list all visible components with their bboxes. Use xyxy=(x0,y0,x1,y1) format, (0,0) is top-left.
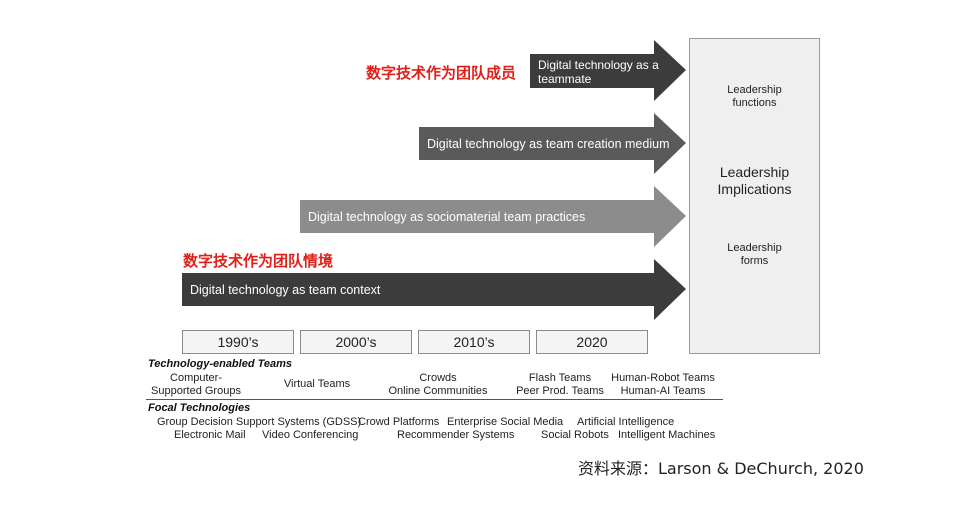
leadership-implications-line1: Leadership xyxy=(719,164,790,180)
teams-item-crowds-line2: Online Communities xyxy=(388,385,488,397)
teams-item-human-robot: Human-Robot Teams Human-AI Teams xyxy=(606,372,720,398)
section-divider xyxy=(146,399,723,400)
decade-2020: 2020 xyxy=(536,330,648,354)
decade-1990s: 1990’s xyxy=(182,330,294,354)
teams-item-csg-line1: Computer- xyxy=(170,372,222,384)
leadership-functions: Leadership functions xyxy=(690,84,819,110)
leadership-forms-line1: Leadership xyxy=(727,242,782,254)
teams-item-human-robot-line1: Human-Robot Teams xyxy=(611,372,715,384)
teams-item-crowds: Crowds Online Communities xyxy=(381,372,495,398)
arrow-team-creation-label: Digital technology as team creation medi… xyxy=(427,137,670,151)
arrow-team-context xyxy=(182,259,686,320)
source-citation: 资料来源：Larson & DeChurch, 2020 xyxy=(578,459,864,478)
arrow-team-context-label: Digital technology as team context xyxy=(190,283,381,297)
arrow-teammate xyxy=(530,40,686,101)
annotation-context-cn: 数字技术作为团队情境 xyxy=(183,252,334,270)
arrow-teammate-label-line1: Digital technology as a xyxy=(538,58,659,72)
leadership-implications: Leadership Implications xyxy=(690,164,819,198)
leadership-box: Leadership functions Leadership Implicat… xyxy=(689,38,820,354)
tech-item-email: Electronic Mail xyxy=(174,429,246,441)
leadership-functions-line1: Leadership xyxy=(727,84,782,96)
leadership-forms-line2: forms xyxy=(740,255,769,267)
teams-item-csg-line2: Supported Groups xyxy=(151,385,241,397)
tech-item-video-conferencing: Video Conferencing xyxy=(262,429,359,441)
teams-item-flash: Flash Teams Peer Prod. Teams xyxy=(508,372,612,398)
tech-item-crowd-platforms: Crowd Platforms xyxy=(358,416,440,428)
arrow-team-creation-medium xyxy=(419,113,686,174)
teams-item-virtual: Virtual Teams xyxy=(283,378,351,390)
arrow-teammate-label: Digital technology as a teammate xyxy=(538,58,659,86)
leadership-forms: Leadership forms xyxy=(690,242,819,268)
tech-item-enterprise-social-media: Enterprise Social Media xyxy=(447,416,564,428)
leadership-functions-line2: functions xyxy=(732,97,777,109)
teams-item-flash-line2: Peer Prod. Teams xyxy=(516,385,604,397)
teams-item-flash-line1: Flash Teams xyxy=(528,372,592,384)
teams-section-title: Technology-enabled Teams xyxy=(148,358,293,370)
technologies-section-title: Focal Technologies xyxy=(148,402,251,414)
teams-item-csg: Computer- Supported Groups xyxy=(144,372,248,398)
annotation-teammate-cn: 数字技术作为团队成员 xyxy=(366,64,517,82)
arrow-sociomaterial-practices xyxy=(300,186,686,247)
teams-item-crowds-line1: Crowds xyxy=(419,372,457,384)
teams-item-human-robot-line2: Human-AI Teams xyxy=(620,385,706,397)
tech-item-intelligent-machines: Intelligent Machines xyxy=(618,429,716,441)
decade-2010s: 2010’s xyxy=(418,330,530,354)
tech-item-social-robots: Social Robots xyxy=(541,429,609,441)
tech-item-recommender-systems: Recommender Systems xyxy=(397,429,515,441)
arrow-teammate-label-line2: teammate xyxy=(538,72,592,86)
arrow-sociomaterial-label: Digital technology as sociomaterial team… xyxy=(308,210,586,224)
tech-item-gdss: Group Decision Support Systems (GDSS) xyxy=(157,416,362,428)
decade-2000s: 2000’s xyxy=(300,330,412,354)
tech-item-ai: Artificial Intelligence xyxy=(577,416,675,428)
leadership-implications-line2: Implications xyxy=(717,181,792,197)
